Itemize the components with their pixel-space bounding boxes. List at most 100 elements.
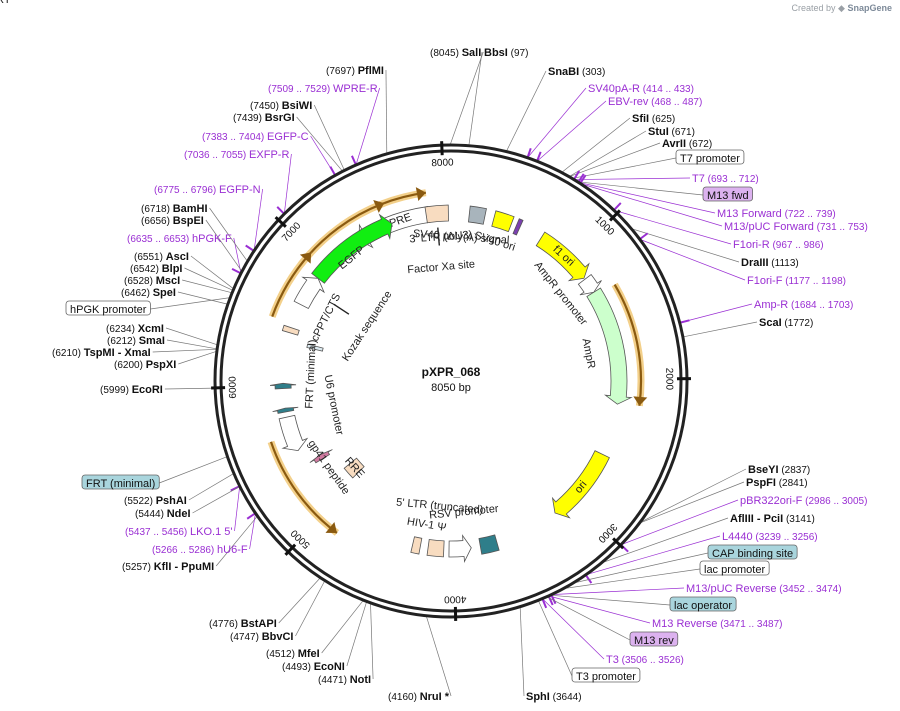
label-lac-operator[interactable]: lac operator [669, 596, 737, 612]
label-pshai[interactable]: (5522) PshAI [124, 495, 187, 507]
label-m13-forward[interactable]: M13 Forward (722 .. 739) [717, 208, 836, 220]
feature-3-ltr-du3[interactable] [424, 204, 449, 224]
feature-u6-promoter-marker[interactable] [272, 406, 299, 414]
wpre-arc-head [415, 187, 426, 201]
label-m13-reverse[interactable]: M13 Reverse (3471 .. 3487) [652, 618, 782, 630]
label-ecori[interactable]: (5999) EcoRI [100, 384, 163, 396]
primer-mark-m13-puc-forward [579, 174, 587, 185]
label-mfei[interactable]: (4512) MfeI [266, 648, 320, 660]
label-amp-r[interactable]: Amp-R (1684 .. 1703) [754, 299, 853, 311]
feature-sv40-poly-a-signal[interactable] [468, 205, 487, 225]
feature-lac-cap-blocks[interactable] [478, 534, 500, 555]
label-m13-fwd[interactable]: M13 fwd [702, 186, 753, 202]
text-pspfi: PspFI (2841) [746, 477, 808, 489]
label-hpgk-f[interactable]: (6635 .. 6653) hPGK-F [127, 233, 232, 245]
feature-gp41-peptide[interactable] [309, 449, 333, 464]
label-f1ori-f[interactable]: F1ori-F (1177 .. 1198) [747, 275, 846, 287]
text-bbvci: (4747) BbvCI [230, 631, 293, 643]
label-snabi[interactable]: SnaBI (303) [548, 66, 605, 78]
leader-hpgk-promoter [150, 297, 231, 310]
label-wpre-r[interactable]: (7509 .. 7529) WPRE-R [268, 83, 378, 95]
label-bamhi[interactable]: (6718) BamHI [141, 203, 208, 215]
label-draiii[interactable]: DraIII (1113) [741, 257, 799, 269]
label-xcmi[interactable]: (6234) XcmI [106, 323, 164, 335]
label-pspfi[interactable]: PspFI (2841) [746, 477, 808, 489]
label-hpgk-promoter[interactable]: hPGK promoter [65, 300, 151, 316]
feature-label-ori: ori [573, 479, 590, 496]
tick-label-6000: 6000 [227, 376, 239, 399]
label-spei[interactable]: (6462) SpeI [121, 287, 176, 299]
label-msci[interactable]: (6528) MscI [124, 275, 180, 287]
tick-label-8000: 8000 [431, 157, 454, 169]
label-f1ori-r[interactable]: F1ori-R (967 .. 986) [733, 239, 824, 251]
label-econi[interactable]: (4493) EcoNI [282, 661, 345, 673]
label-bspei[interactable]: (6656) BspEI [141, 215, 204, 227]
label-noti[interactable]: (4471) NotI [318, 674, 371, 686]
label-t7-promoter[interactable]: T7 promoter [675, 149, 745, 165]
label-exfp-r[interactable]: (7036 .. 7055) EXFP-R [184, 149, 289, 161]
label-lko-1-5[interactable]: (5437 .. 5456) LKO.1 5' [125, 526, 233, 538]
label-sfii[interactable]: SfiI (625) [632, 113, 675, 125]
label-m13-rev[interactable]: M13 rev [629, 631, 679, 647]
label-nrui[interactable]: (4160) NruI * [388, 691, 450, 703]
label-l4440[interactable]: L4440 (3239 .. 3256) [722, 531, 818, 543]
label-lac-promoter[interactable]: lac promoter [699, 560, 770, 576]
feature-f1-ori[interactable] [535, 231, 590, 282]
text-avrii: AvrII (672) [662, 138, 712, 150]
label-bseyi[interactable]: BseYI (2837) [748, 464, 810, 476]
feature-hpgk-promoter-small[interactable] [281, 324, 300, 336]
label-sphi[interactable]: SphI (3644) [526, 691, 582, 703]
feature-sv40-ori[interactable] [491, 210, 515, 233]
label-stui[interactable]: StuI (671) [648, 126, 695, 138]
label-sali[interactable]: (8045) SalI [430, 47, 481, 59]
feature-sv40-marker[interactable] [512, 218, 524, 236]
leader-wpre-r [355, 87, 380, 166]
label-m13-puc-forward[interactable]: M13/pUC Forward (731 .. 753) [724, 221, 868, 233]
label-scai[interactable]: ScaI (1772) [759, 317, 813, 329]
label-t7[interactable]: T7 (693 .. 712) [692, 173, 759, 185]
label-bstapi[interactable]: (4776) BstAPI [209, 618, 277, 630]
feature-5-ltr-truncated[interactable] [426, 539, 445, 558]
label-avrii[interactable]: AvrII (672) [662, 138, 712, 150]
feature-ampr[interactable] [586, 287, 633, 405]
label-bsiwi[interactable]: (7450) BsiWI [250, 100, 312, 112]
leader-l4440 [585, 535, 721, 576]
label-m13-puc-reverse[interactable]: M13/pUC Reverse (3452 .. 3474) [686, 583, 842, 595]
feature-frt-minimal-inner[interactable] [269, 382, 297, 390]
label-pspxi[interactable]: (6200) PspXI [114, 359, 176, 371]
feature-ori[interactable] [551, 450, 610, 519]
label-hu6-f[interactable]: (5266 .. 5286) hU6-F [152, 544, 248, 556]
feature-rsv-promoter[interactable] [448, 534, 472, 563]
label-cap-binding-site[interactable]: CAP binding site [707, 544, 798, 560]
label-blpi[interactable]: (6542) BlpI [130, 263, 182, 275]
label-t3-promoter[interactable]: T3 promoter [571, 667, 641, 683]
label-egfp-n[interactable]: (6775 .. 6796) EGFP-N [154, 184, 261, 196]
text-nrui: (4160) NruI * [388, 691, 450, 703]
feature-ampr-promoter[interactable] [577, 273, 602, 296]
feature-u6-promoter[interactable] [278, 414, 309, 452]
leader-t7-promoter [571, 157, 677, 179]
label-ndei[interactable]: (5444) NdeI [135, 508, 191, 520]
feature-rre[interactable] [343, 457, 365, 479]
label-t3[interactable]: T3 (3506 .. 3526) [606, 654, 684, 666]
leader-kfli-ppumi [215, 515, 258, 567]
label-kfli-ppumi[interactable]: (5257) KflI - PpuMI [122, 561, 214, 573]
label-ebv-rev[interactable]: EBV-rev (468 .. 487) [608, 96, 702, 108]
feature-frt[interactable] [306, 343, 324, 352]
feature-cppt-cts[interactable] [293, 276, 325, 310]
label-frt-minimal[interactable]: FRT (minimal) [81, 474, 160, 490]
leader-bstapi [278, 577, 321, 624]
label-asci[interactable]: (6551) AscI [134, 251, 189, 263]
label-bsrgi[interactable]: (7439) BsrGI [233, 112, 295, 124]
feature-hiv-1-psi[interactable] [410, 536, 423, 555]
label-pbr322ori-f[interactable]: pBR322ori-F (2986 .. 3005) [740, 495, 867, 507]
label-smai[interactable]: (6212) SmaI [107, 335, 165, 347]
label-pflmi[interactable]: (7697) PflMI [326, 65, 384, 77]
label-afliii-pcii[interactable]: AflIII - PciI (3141) [730, 513, 815, 525]
label-bbvci[interactable]: (4747) BbvCI [230, 631, 293, 643]
label-sv40pa-r[interactable]: SV40pA-R (414 .. 433) [588, 83, 694, 95]
label-egfp-c[interactable]: (7383 .. 7404) EGFP-C [202, 131, 309, 143]
label-tspmi-xmai[interactable]: (6210) TspMI - XmaI [52, 347, 151, 359]
feature-egfp[interactable] [311, 213, 393, 284]
label-bbsi[interactable]: BbsI (97) [484, 47, 528, 59]
